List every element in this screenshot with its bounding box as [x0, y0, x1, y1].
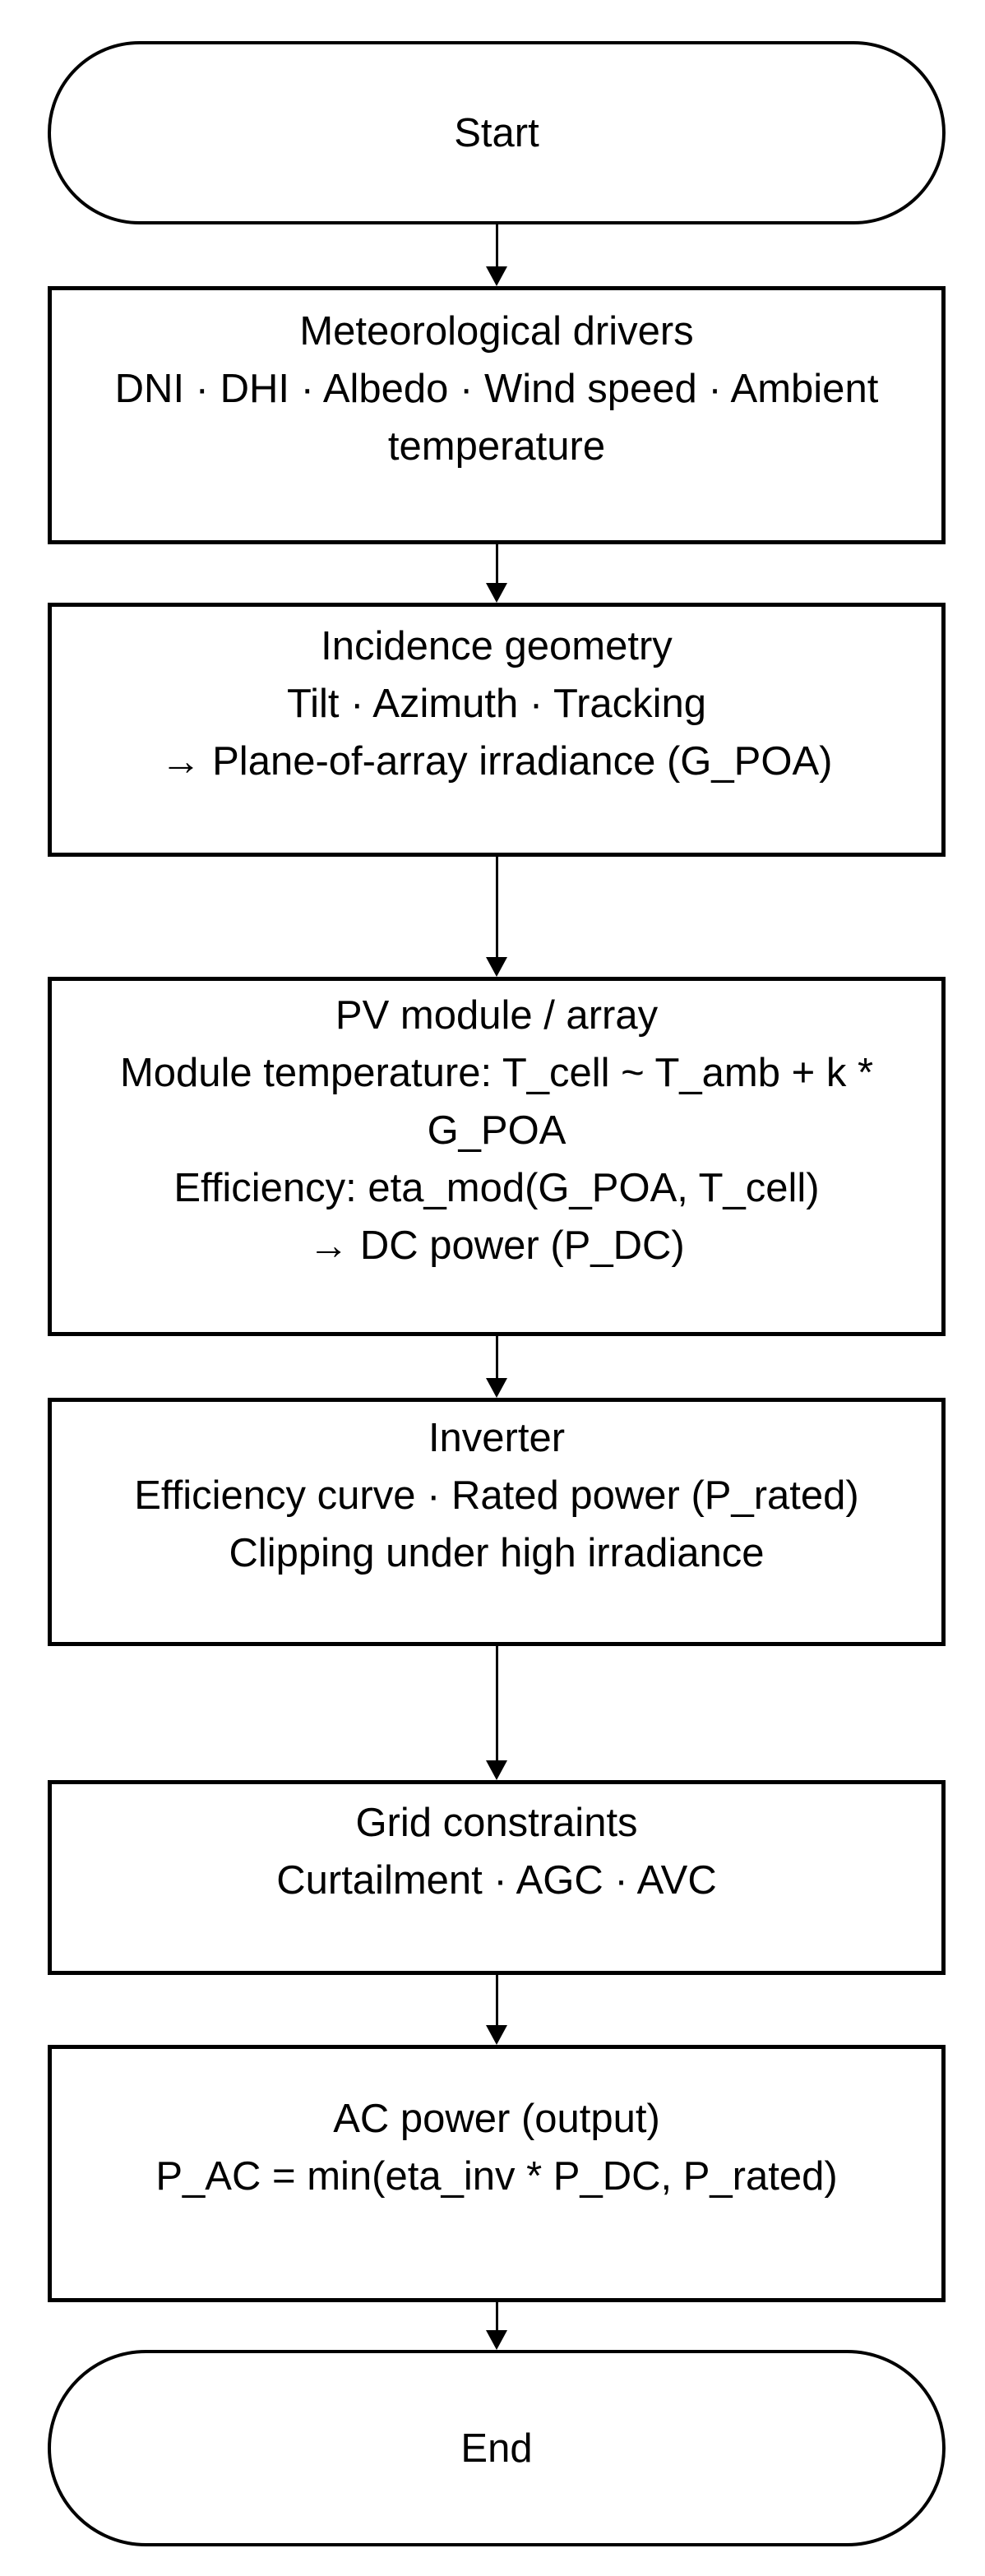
meteorological-drivers-step: Meteorological drivers DNI · DHI · Albed… [48, 286, 946, 544]
incidence-geometry-title: Incidence geometry [321, 623, 673, 668]
arrow-head-icon [486, 1378, 507, 1398]
pv-module-array-step: PV module / array Module temperature: T_… [48, 977, 946, 1336]
pv-module-array-detail: Module temperature: T_cell ~ T_amb + k *… [119, 1050, 874, 1268]
arrow-shaft [495, 857, 498, 957]
inverter-step: Inverter Efficiency curve · Rated power … [48, 1398, 946, 1646]
arrow-shaft [495, 1975, 498, 2025]
meteorological-drivers-title: Meteorological drivers [299, 309, 694, 354]
end-terminator-node: End [48, 2350, 946, 2546]
flow-arrow-pv-to-inverter [486, 1336, 507, 1398]
start-label: Start [454, 110, 539, 155]
incidence-geometry-step: Incidence geometry Tilt · Azimuth · Trac… [48, 603, 946, 857]
grid-constraints-title: Grid constraints [355, 1800, 638, 1845]
flow-arrow-inverter-to-grid [486, 1646, 507, 1780]
ac-power-output-step: AC power (output) P_AC = min(eta_inv * P… [48, 2045, 946, 2302]
arrow-shaft [495, 1646, 498, 1760]
arrow-head-icon [486, 266, 507, 286]
ac-power-output-title: AC power (output) [333, 2096, 660, 2141]
pv-module-array-title: PV module / array [335, 992, 659, 1038]
arrow-shaft [495, 544, 498, 583]
meteorological-drivers-detail: DNI · DHI · Albedo · Wind speed · Ambien… [114, 367, 879, 469]
arrow-shaft [495, 224, 498, 266]
grid-constraints-detail: Curtailment · AGC · AVC [276, 1857, 717, 1903]
ac-power-output-detail: P_AC = min(eta_inv * P_DC, P_rated) [155, 2153, 838, 2199]
incidence-geometry-detail: Tilt · Azimuth · Tracking → Plane-of-arr… [160, 681, 833, 784]
flow-arrow-start-to-meteo [486, 224, 507, 286]
arrow-shaft [495, 1336, 498, 1378]
flow-arrow-meteo-to-incidence [486, 544, 507, 603]
grid-constraints-step: Grid constraints Curtailment · AGC · AVC [48, 1780, 946, 1975]
start-terminator-node: Start [48, 41, 946, 224]
arrow-shaft [495, 2302, 498, 2330]
arrow-head-icon [486, 957, 507, 977]
arrow-head-icon [486, 1760, 507, 1780]
inverter-detail: Efficiency curve · Rated power (P_rated)… [134, 1473, 859, 1575]
flow-arrow-incidence-to-pv [486, 857, 507, 977]
arrow-head-icon [486, 2025, 507, 2045]
end-label: End [460, 2426, 533, 2471]
flow-arrow-grid-to-ac [486, 1975, 507, 2045]
flow-arrow-ac-to-end [486, 2302, 507, 2350]
arrow-head-icon [486, 2330, 507, 2350]
inverter-title: Inverter [428, 1416, 566, 1460]
arrow-head-icon [486, 583, 507, 603]
